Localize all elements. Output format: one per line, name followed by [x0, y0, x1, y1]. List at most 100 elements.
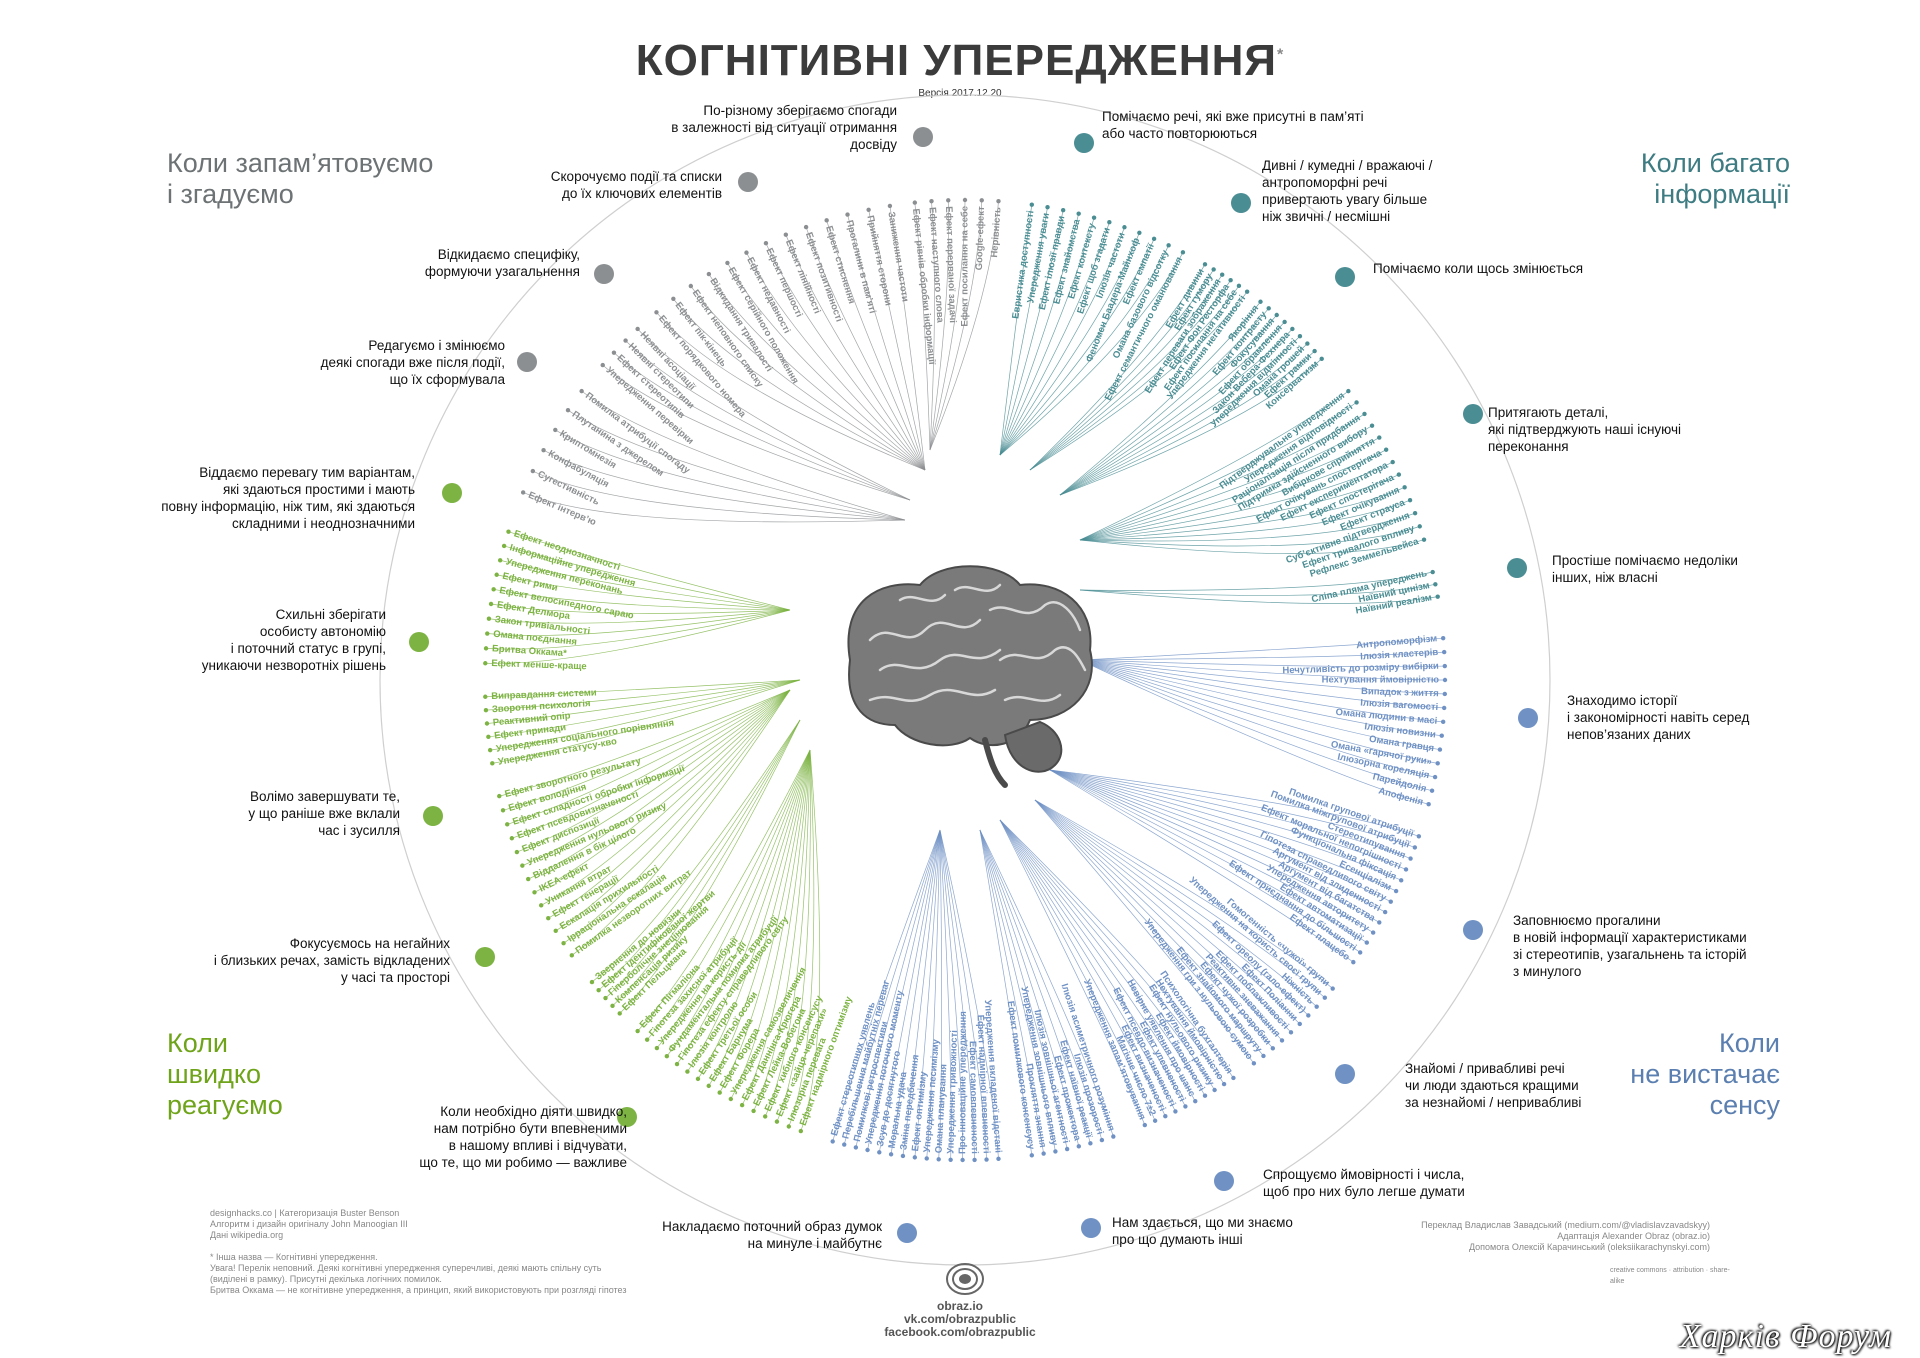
- bias-node: [996, 198, 1001, 204]
- bias-node: [1426, 802, 1431, 807]
- bias-node: [483, 661, 488, 666]
- branch-line: [826, 220, 926, 471]
- bias-node: [887, 203, 893, 209]
- bias-node: [1270, 1046, 1276, 1051]
- branch-line: [999, 819, 1234, 1079]
- group-description: Віддаємо перевагу тим варіантам, які зда…: [161, 465, 415, 531]
- branch-line: [878, 829, 941, 1153]
- branch-line: [637, 749, 811, 1032]
- branch-line: [486, 679, 801, 724]
- branch-line: [1049, 769, 1380, 923]
- branch-line: [690, 285, 926, 471]
- branch-line: [805, 226, 926, 471]
- bias-node: [483, 707, 489, 713]
- bias-node: [706, 271, 712, 277]
- bias-node: [1060, 207, 1066, 213]
- bias-node: [1441, 705, 1447, 711]
- bias-label: Google-ефект: [974, 206, 987, 271]
- brain-fold: [878, 648, 1002, 672]
- bias-node: [1362, 411, 1367, 417]
- bias-node: [617, 1011, 622, 1016]
- branch-line: [889, 205, 926, 471]
- page-title: КОГНІТИВНІ УПЕРЕДЖЕННЯ*: [635, 36, 1285, 85]
- footer-facebook[interactable]: facebook.com/obrazpublic: [884, 1325, 1036, 1339]
- branch-line: [832, 829, 941, 1142]
- branch-line: [486, 609, 791, 650]
- brain-fold: [898, 593, 947, 602]
- branch-line: [999, 819, 1166, 1117]
- bias-node: [1346, 388, 1351, 394]
- brain-fold: [1003, 693, 1062, 702]
- bias-node: [1091, 215, 1097, 220]
- branch-line: [507, 689, 791, 825]
- bias-label: Нерівність: [989, 207, 1004, 258]
- footer-site[interactable]: obraz.io: [936, 1299, 983, 1313]
- bias-node: [774, 1119, 780, 1124]
- bias-node: [929, 198, 934, 204]
- branch-line: [1079, 526, 1420, 547]
- branch-line: [485, 609, 791, 664]
- branch-line: [1059, 343, 1308, 496]
- bias-node: [485, 631, 490, 636]
- branch-line: [719, 749, 811, 1093]
- group-dot: [1463, 404, 1483, 424]
- bias-node: [1041, 1151, 1046, 1156]
- bias-node: [866, 207, 871, 212]
- branch-line: [504, 545, 791, 611]
- branch-line: [612, 719, 801, 1007]
- bias-node: [1219, 272, 1225, 277]
- branch-line: [765, 243, 926, 471]
- branch-line: [697, 749, 811, 1080]
- group-dots: [409, 127, 1538, 1243]
- branch-line: [508, 531, 791, 611]
- branch-line: [979, 829, 1044, 1154]
- bias-node: [487, 747, 493, 753]
- branch-line: [1079, 659, 1429, 805]
- branch-line: [939, 829, 999, 1159]
- bias-node: [486, 616, 492, 621]
- branch-line: [1049, 769, 1386, 913]
- bias-node: [664, 1053, 670, 1059]
- branch-line: [979, 829, 1056, 1152]
- bias-node: [1107, 220, 1112, 225]
- bias-node: [483, 694, 488, 699]
- quadrant-title-memory: Коли запам’ятовуємо і згадуємо: [167, 148, 434, 209]
- bias-label: Ілюзія вагомості: [1360, 698, 1439, 714]
- branch-line: [999, 245, 1169, 456]
- credits-left: designhacks.co | Категоризація Buster Be…: [210, 1208, 627, 1295]
- bias-node: [514, 849, 520, 855]
- group-description: Накладаємо поточний образ думок на минул…: [662, 1219, 882, 1251]
- group-description: Скорочуємо події та списки до їх ключови…: [550, 169, 722, 201]
- branch-line: [543, 449, 906, 521]
- branch-line: [605, 719, 801, 999]
- branch-line: [1079, 539, 1425, 554]
- group-description: Знайомі / привабливі речі чи люди здають…: [1405, 1061, 1582, 1110]
- footer-vk[interactable]: vk.com/obrazpublic: [903, 1312, 1017, 1326]
- quadrant-title-meaning: Коли не вистачає сенсу: [1630, 1028, 1780, 1120]
- bias-node: [1393, 888, 1399, 894]
- branch-line: [1079, 402, 1357, 541]
- group-dot: [409, 632, 429, 652]
- bias-node: [1421, 537, 1427, 542]
- bias-node: [842, 1142, 847, 1147]
- branch-line: [999, 819, 1225, 1085]
- branch-line: [1079, 474, 1399, 541]
- branch-line: [1079, 425, 1373, 541]
- branch-line: [666, 749, 811, 1057]
- obraz-logo-icon: [946, 1263, 984, 1295]
- bias-node: [1439, 733, 1444, 738]
- branch-line: [555, 429, 906, 521]
- brain-illustration: [847, 565, 1093, 788]
- bias-node: [717, 1090, 722, 1095]
- bias-node: [1306, 1013, 1311, 1018]
- branch-line: [999, 222, 1110, 456]
- bias-node: [1236, 283, 1242, 289]
- branch-line: [764, 749, 811, 1117]
- branch-line: [868, 209, 926, 471]
- bias-node: [1322, 995, 1328, 1000]
- group-dot: [913, 127, 933, 147]
- branch-line: [999, 819, 1215, 1091]
- bias-node: [520, 863, 525, 868]
- branch-line: [1049, 769, 1391, 902]
- bias-node: [501, 543, 507, 549]
